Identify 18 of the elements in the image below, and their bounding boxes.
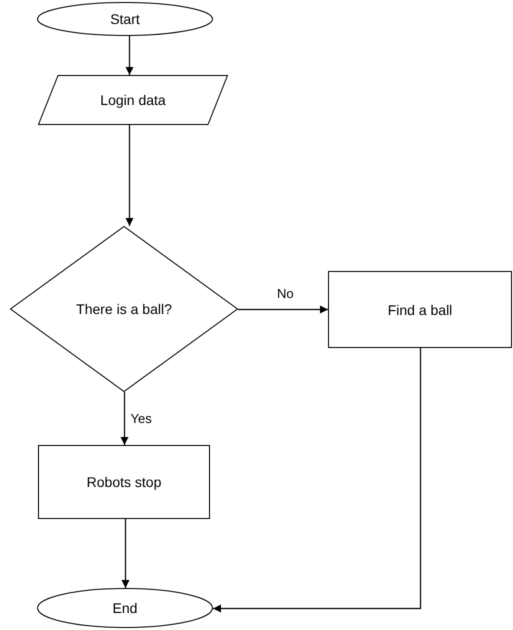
input-parallelogram	[38, 75, 228, 125]
node-label: End	[112, 600, 138, 616]
arrow	[126, 36, 134, 75]
arrow	[126, 125, 134, 226]
arrow	[213, 348, 422, 612]
node-label: There is a ball?	[76, 301, 172, 317]
process-box	[328, 271, 512, 348]
node-label: Robots stop	[86, 474, 162, 490]
terminator-ellipse	[37, 2, 213, 36]
node-label: Find a ball	[388, 302, 452, 318]
decision-diamond	[10, 226, 238, 392]
process-box	[38, 445, 210, 519]
arrow	[238, 306, 328, 314]
terminator-ellipse	[37, 588, 213, 628]
node-label: Start	[110, 11, 140, 27]
arrow	[120, 392, 128, 445]
node-label: Login data	[100, 92, 166, 108]
arrow	[122, 519, 130, 588]
